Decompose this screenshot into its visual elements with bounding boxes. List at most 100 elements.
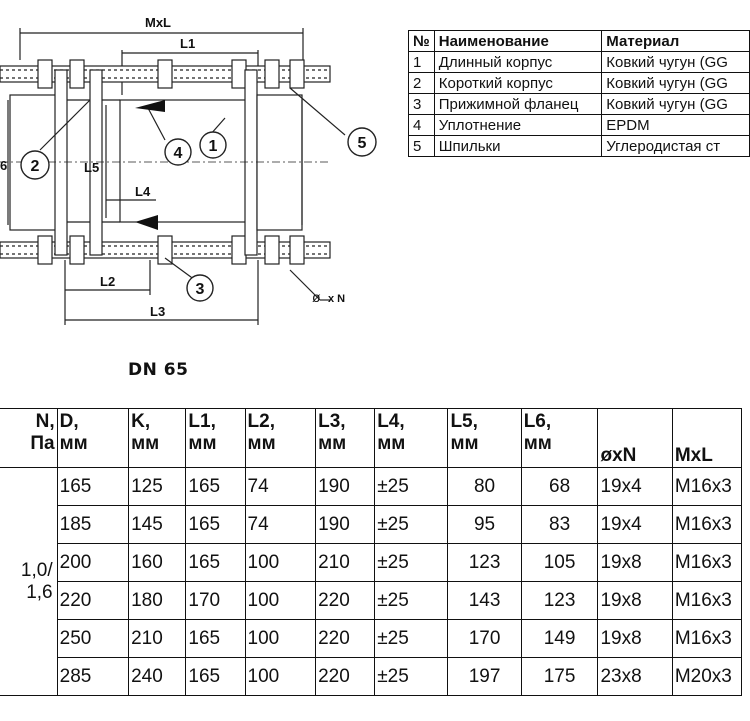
table-row: 285 240 165 100 220 ±25 197 175 23x8 M20… xyxy=(0,657,743,696)
dim-l6-fragment: 6 xyxy=(0,158,7,173)
cell-l4: ±25 xyxy=(374,619,449,658)
cell-d: 285 xyxy=(56,657,130,696)
part-material: Ковкий чугун (GG xyxy=(601,93,750,115)
cell-l5: 170 xyxy=(447,619,522,658)
cell-d: 220 xyxy=(56,581,130,620)
cell-l2: 74 xyxy=(244,467,317,506)
callout-2: 2 xyxy=(31,158,40,175)
cell-l6: 68 xyxy=(520,467,599,506)
part-name: Длинный корпус xyxy=(433,51,603,73)
cell-l4: ±25 xyxy=(374,467,449,506)
cell-d: 185 xyxy=(56,505,130,544)
dim-hole: x N xyxy=(328,293,345,305)
part-material: Ковкий чугун (GG xyxy=(601,51,750,73)
part-number: 2 xyxy=(408,72,435,94)
callout-1: 1 xyxy=(209,138,218,155)
header-holes: øxN xyxy=(597,408,673,468)
table-row: 220 180 170 100 220 ±25 143 123 19x8 M16… xyxy=(0,581,743,620)
dim-mxl: MxL xyxy=(145,15,171,30)
cell-holes: 23x8 xyxy=(597,657,673,696)
dim-l1: L1 xyxy=(180,36,195,51)
cell-l6: 149 xyxy=(520,619,599,658)
coupling-drawing: 2 4 1 3 5 MxL L1 L5 L4 L2 L3 6 ø x N xyxy=(0,15,377,325)
header-l4: L4,мм xyxy=(374,408,449,468)
cell-mxl: M16x3 xyxy=(671,505,743,544)
part-material: Ковкий чугун (GG xyxy=(601,72,750,94)
callout-4: 4 xyxy=(174,145,183,162)
parts-header-name: Наименование xyxy=(433,30,603,52)
dim-l4: L4 xyxy=(135,184,151,199)
cell-k: 125 xyxy=(128,467,187,506)
header-l5: L5,мм xyxy=(447,408,522,468)
cell-k: 145 xyxy=(128,505,187,544)
cell-k: 180 xyxy=(128,581,187,620)
cell-holes: 19x8 xyxy=(597,619,673,658)
cell-mxl: M20x3 xyxy=(671,657,743,696)
cell-l1: 165 xyxy=(185,619,246,658)
cell-l2: 100 xyxy=(244,619,317,658)
cell-d: 165 xyxy=(56,467,130,506)
part-name: Шпильки xyxy=(433,135,603,157)
cell-d: 200 xyxy=(56,543,130,582)
cell-l1: 165 xyxy=(185,505,246,544)
cell-mxl: M16x3 xyxy=(671,543,743,582)
cell-l1: 170 xyxy=(185,581,246,620)
dn-label: DN 65 xyxy=(128,360,189,380)
cell-l5: 197 xyxy=(447,657,522,696)
cell-d: 250 xyxy=(56,619,130,658)
header-l2: L2,мм xyxy=(244,408,317,468)
dim-l5: L5 xyxy=(84,160,99,175)
pn-cell: 1,0/1,6 xyxy=(0,467,58,696)
dim-l3: L3 xyxy=(150,304,165,319)
gasket-bottom xyxy=(135,215,158,230)
cell-l2: 100 xyxy=(244,657,317,696)
cell-l3: 190 xyxy=(315,467,376,506)
header-l1: L1,мм xyxy=(185,408,246,468)
table-row: 5 Шпильки Углеродистая ст xyxy=(408,135,750,157)
part-name: Уплотнение xyxy=(433,114,603,136)
cell-l5: 143 xyxy=(447,581,522,620)
cell-l2: 100 xyxy=(244,581,317,620)
hole-symbol: ø xyxy=(312,289,321,305)
cell-l6: 175 xyxy=(520,657,599,696)
cell-holes: 19x4 xyxy=(597,467,673,506)
table-row: 1 Длинный корпус Ковкий чугун (GG xyxy=(408,51,750,73)
cell-k: 210 xyxy=(128,619,187,658)
cell-l5: 80 xyxy=(447,467,522,506)
cell-l4: ±25 xyxy=(374,581,449,620)
header-l3: L3,мм xyxy=(315,408,376,468)
header-l6: L6,мм xyxy=(520,408,599,468)
cell-l3: 210 xyxy=(315,543,376,582)
cell-l4: ±25 xyxy=(374,657,449,696)
dims-header-row: N,Па D,мм K,мм L1,мм L2,мм L3,мм L4,мм L… xyxy=(0,408,743,468)
cell-mxl: M16x3 xyxy=(671,619,743,658)
cell-l1: 165 xyxy=(185,543,246,582)
table-row: 2 Короткий корпус Ковкий чугун (GG xyxy=(408,72,750,94)
part-number: 3 xyxy=(408,93,435,115)
cell-holes: 19x8 xyxy=(597,543,673,582)
dim-l2: L2 xyxy=(100,274,115,289)
cell-holes: 19x8 xyxy=(597,581,673,620)
table-row: 250 210 165 100 220 ±25 170 149 19x8 M16… xyxy=(0,619,743,658)
part-material: EPDM xyxy=(601,114,750,136)
cell-l3: 220 xyxy=(315,619,376,658)
cell-l1: 165 xyxy=(185,657,246,696)
cell-l3: 220 xyxy=(315,581,376,620)
cell-l6: 83 xyxy=(520,505,599,544)
table-row: 200 160 165 100 210 ±25 123 105 19x8 M16… xyxy=(0,543,743,582)
parts-header-material: Материал xyxy=(601,30,750,52)
cell-k: 240 xyxy=(128,657,187,696)
cell-k: 160 xyxy=(128,543,187,582)
cell-holes: 19x4 xyxy=(597,505,673,544)
part-number: 1 xyxy=(408,51,435,73)
table-row: 3 Прижимной фланец Ковкий чугун (GG xyxy=(408,93,750,115)
cell-mxl: M16x3 xyxy=(671,467,743,506)
header-k: K,мм xyxy=(128,408,187,468)
parts-header-row: № Наименование Материал xyxy=(408,30,750,52)
table-row: 1,0/1,6 165 125 165 74 190 ±25 80 68 19x… xyxy=(0,467,743,696)
part-name: Короткий корпус xyxy=(433,72,603,94)
dimensions-table: N,Па D,мм K,мм L1,мм L2,мм L3,мм L4,мм L… xyxy=(0,408,743,696)
gasket-top xyxy=(135,100,165,112)
part-number: 5 xyxy=(408,135,435,157)
cell-l3: 190 xyxy=(315,505,376,544)
